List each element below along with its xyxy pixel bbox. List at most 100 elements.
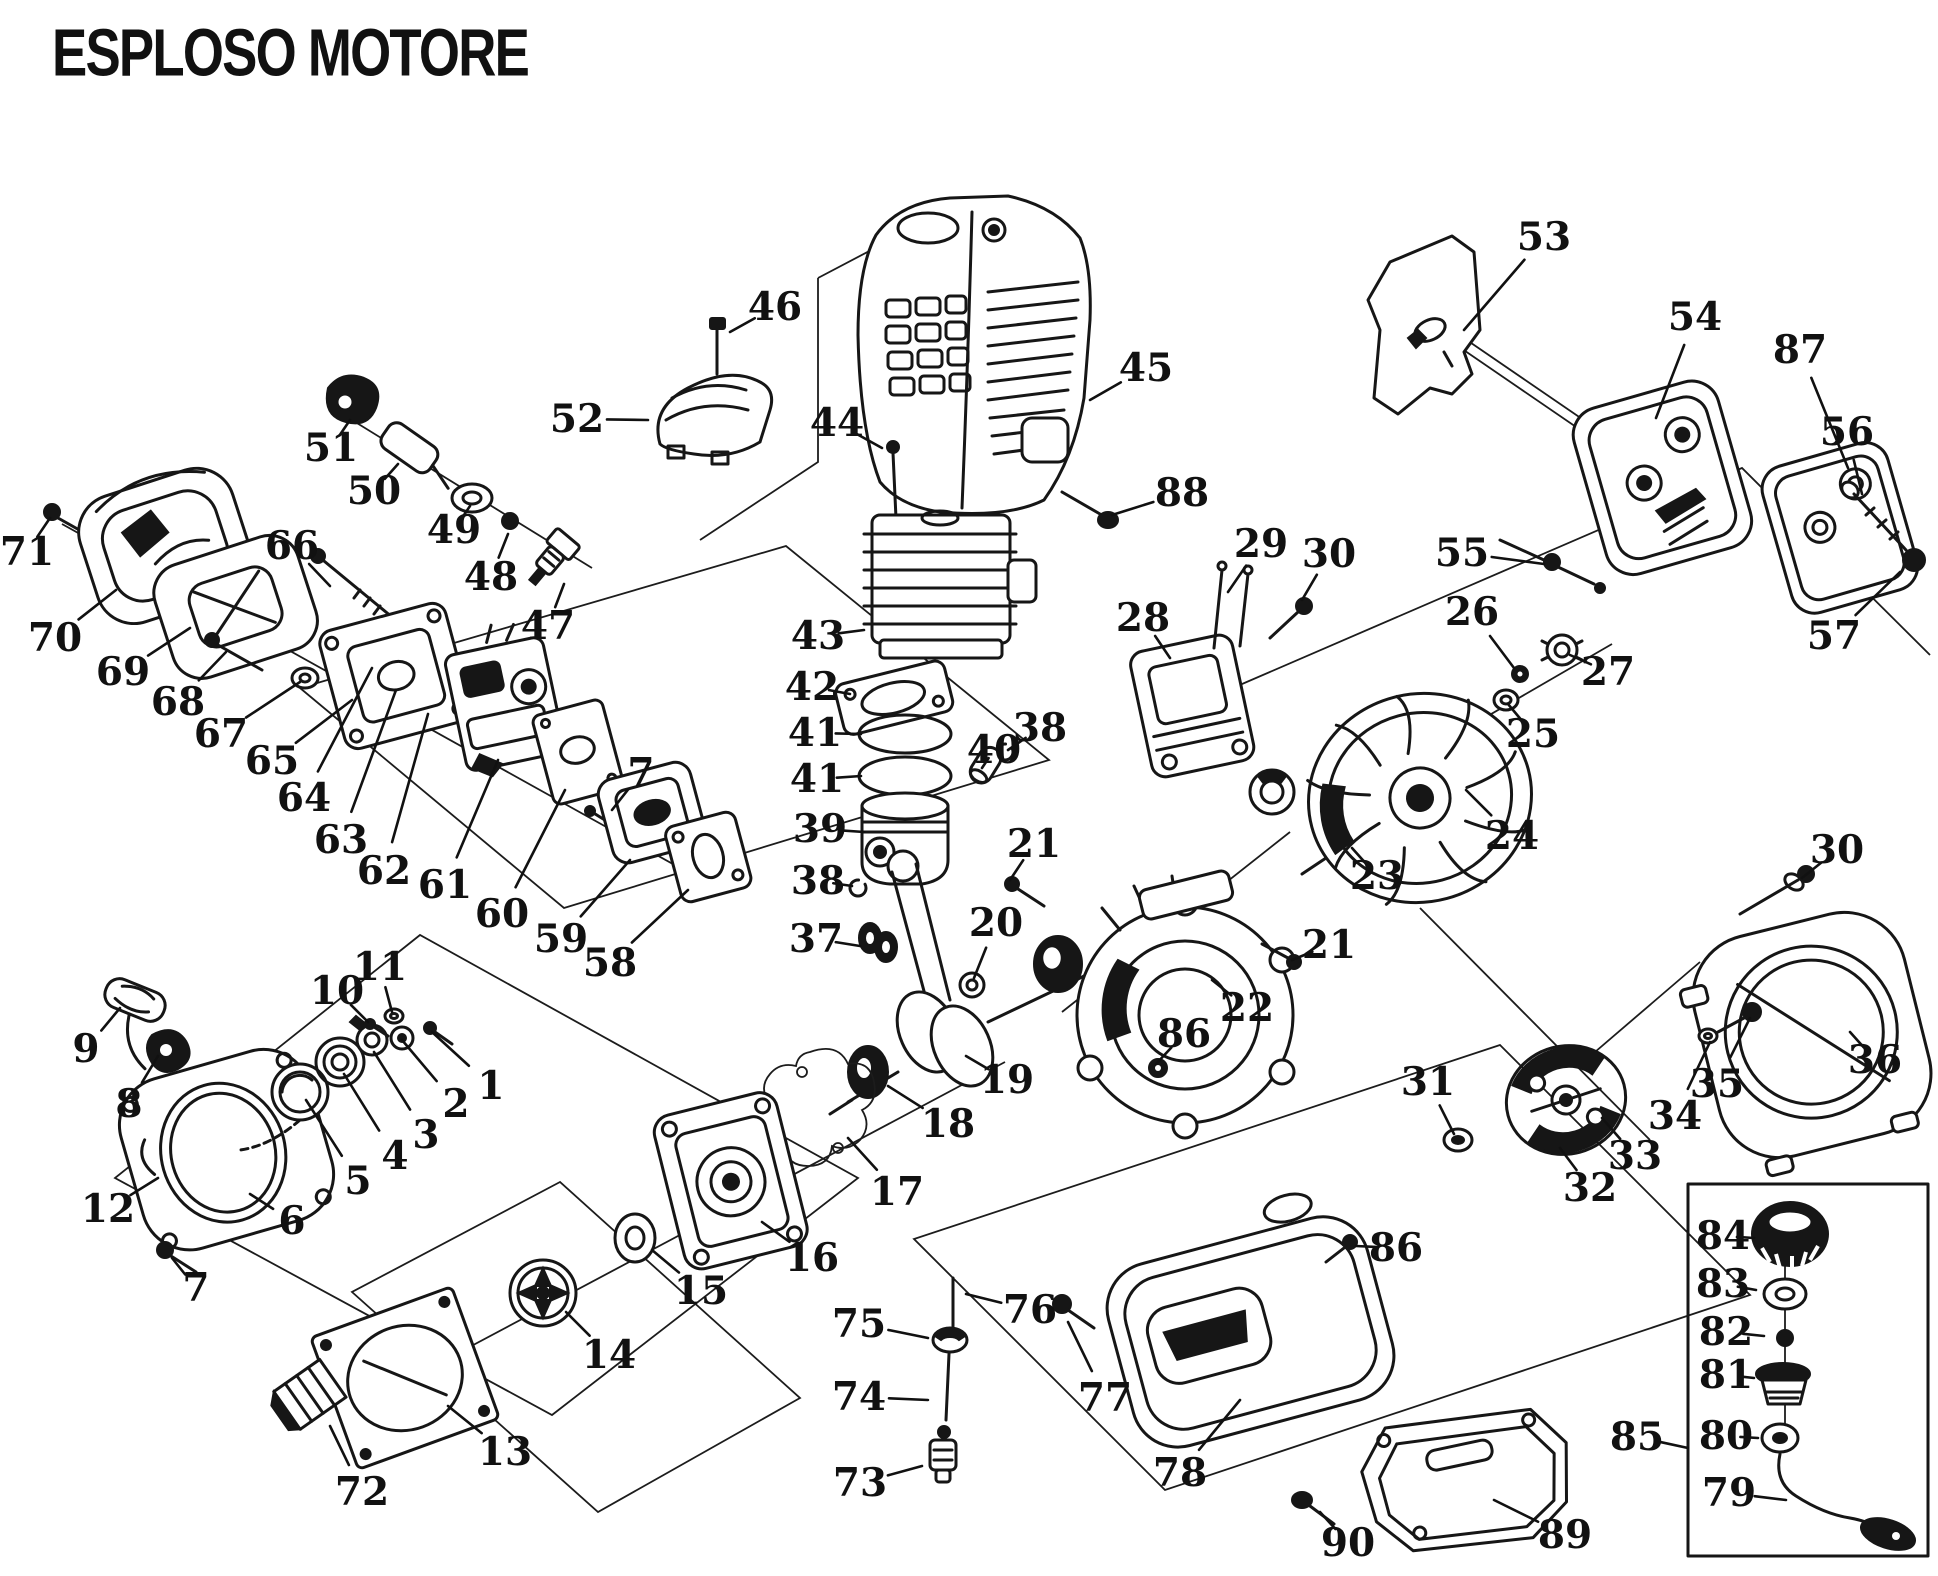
starter-pulley-14 — [508, 1258, 578, 1328]
leader-line-35-37 — [1729, 1016, 1752, 1059]
valve-73 — [928, 1425, 958, 1484]
leader-line-29-30 — [1226, 564, 1248, 594]
leader-line-23-24 — [1350, 846, 1368, 865]
part-label-58-62: 58 — [583, 940, 637, 986]
engine-shroud-45 — [856, 194, 1092, 515]
part-label-46-50: 46 — [748, 284, 802, 330]
leader-line-14-14 — [564, 1310, 591, 1337]
part-label-64-68: 64 — [277, 775, 331, 821]
part-label-29-30: 29 — [1234, 521, 1288, 567]
leader-line-43-47 — [837, 628, 866, 635]
part-label-9-9: 9 — [72, 1026, 99, 1072]
part-label-5-4: 5 — [344, 1158, 371, 1204]
washer-83 — [1762, 1277, 1808, 1311]
part-label-3-2: 3 — [412, 1112, 439, 1158]
screw-46 — [709, 317, 726, 376]
leader-line-87-92 — [1810, 376, 1850, 470]
screw-86-right — [1324, 1234, 1358, 1264]
washer-31 — [1442, 1127, 1474, 1153]
muffler-bracket-53 — [1366, 234, 1482, 416]
part-label-73-77: 73 — [833, 1460, 887, 1506]
leader-line-11-11 — [384, 985, 394, 1014]
pawl-3 — [348, 1014, 389, 1057]
leader-line-58-62 — [630, 888, 690, 944]
filter-holder-81 — [1755, 1362, 1811, 1406]
leader-line-16-16 — [760, 1220, 791, 1244]
part-label-41-44: 41 — [788, 710, 842, 756]
leader-line-37-39 — [834, 940, 862, 948]
fan-cover-clutch-assembly — [1442, 865, 1933, 1178]
leader-line-63-67 — [350, 688, 398, 814]
part-label-49-53: 49 — [427, 507, 481, 553]
leader-line-46-50 — [728, 316, 757, 334]
part-label-14-14: 14 — [582, 1332, 636, 1378]
leader-line-50-54 — [383, 462, 400, 481]
fuel-tank-assembly — [928, 1192, 1569, 1553]
leader-line-39-42 — [838, 829, 866, 834]
leader-line-22-23 — [1210, 978, 1233, 997]
leader-line-74-78 — [887, 1397, 930, 1402]
part-label-38-40: 38 — [1013, 705, 1067, 751]
part-label-28-29: 28 — [1116, 595, 1170, 641]
leader-line-90-95 — [1318, 1510, 1337, 1531]
part-label-59-63: 59 — [534, 916, 588, 962]
part-label-39-42: 39 — [793, 806, 847, 852]
part-label-16-16: 16 — [785, 1235, 839, 1281]
part-label-13-13: 13 — [478, 1429, 532, 1475]
leader-line-82-86 — [1741, 1332, 1766, 1338]
wrist-pin-40 — [968, 745, 1003, 785]
fuel-cap-84 — [1751, 1201, 1829, 1270]
leader-line-65-69 — [294, 698, 354, 745]
fuel-line-79 — [1777, 1452, 1916, 1551]
part-label-27-28: 27 — [1581, 649, 1635, 695]
leader-line-25-26 — [1506, 702, 1524, 722]
part-label-1-0: 1 — [477, 1063, 504, 1109]
fuel-cap-detail-box — [1686, 1182, 1930, 1558]
bead-82 — [1776, 1329, 1794, 1347]
bolt-30-upper — [1268, 597, 1313, 640]
bolt-88 — [1060, 490, 1119, 529]
leader-line-27-28 — [1568, 653, 1593, 666]
part-label-78-82: 78 — [1153, 1450, 1207, 1496]
leader-line-17-17 — [846, 1136, 879, 1172]
part-label-40-43: 40 — [967, 727, 1021, 773]
part-label-67-71: 67 — [194, 711, 248, 757]
starter-handle-9 — [103, 977, 167, 1071]
leader-line-52-56 — [605, 418, 650, 422]
nut-48 — [501, 512, 519, 530]
cylinder-43 — [862, 509, 1038, 660]
part-label-36-38: 36 — [1848, 1037, 1902, 1083]
muffler-54 — [1571, 379, 1754, 577]
intake-boot-52 — [656, 373, 774, 466]
part-label-32-34: 32 — [1563, 1165, 1617, 1211]
tank-guard-89 — [1360, 1407, 1569, 1553]
leader-line-76-80 — [964, 1292, 1003, 1305]
spark-plug-47 — [527, 527, 581, 587]
washer-34 — [1697, 1027, 1719, 1045]
flywheel-ignition-assembly — [1129, 560, 1584, 906]
washer-25 — [1492, 688, 1520, 712]
flywheel-24 — [1306, 691, 1533, 906]
muffler-gasket-87 — [1760, 441, 1920, 615]
part-label-21-22: 21 — [1302, 922, 1356, 968]
leader-line-21-21 — [1008, 858, 1025, 882]
leader-line-4-3 — [342, 1072, 381, 1132]
leader-line-28-29 — [1153, 634, 1172, 660]
part-label-90-95: 90 — [1321, 1520, 1375, 1566]
leader-line-26-27 — [1488, 634, 1516, 670]
part-label-56-60: 56 — [1820, 409, 1874, 455]
part-label-86-91: 86 — [1369, 1225, 1423, 1271]
leader-line-19-19 — [964, 1054, 990, 1071]
leader-line-69-73 — [146, 626, 192, 657]
part-label-51-55: 51 — [304, 425, 358, 471]
part-label-89-94: 89 — [1538, 1512, 1592, 1558]
part-label-43-47: 43 — [791, 613, 845, 659]
crankshaft-crankcase-assembly — [270, 768, 1362, 1470]
part-label-82-86: 82 — [1699, 1309, 1753, 1355]
part-label-20-20: 20 — [969, 900, 1023, 946]
part-label-42-46: 42 — [785, 664, 839, 710]
part-label-54-58: 54 — [1668, 294, 1722, 340]
part-label-37-39: 37 — [789, 916, 843, 962]
carburetor — [443, 622, 566, 778]
